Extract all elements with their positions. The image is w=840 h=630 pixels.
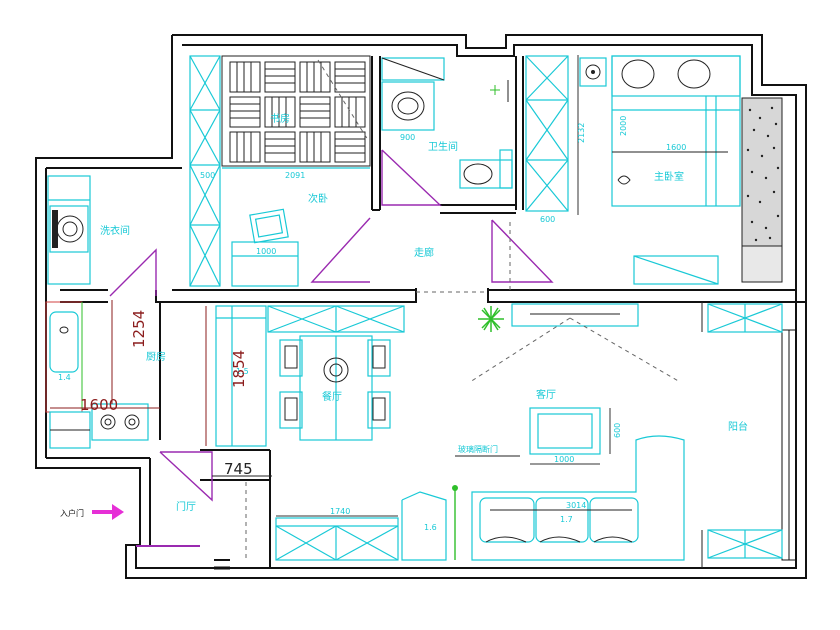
dim-600-wardrobe: 600 [540,215,555,224]
dim-745: 745 [224,460,253,478]
dim-3014: 3014 [566,501,586,510]
dim-500: 500 [200,171,215,180]
dim-2132: 2132 [577,123,586,143]
svg-text:1.7: 1.7 [560,515,573,524]
master-bedroom: 600 2132 2000 1600 主卧室 [491,55,783,285]
dim-600-table: 600 [613,423,622,438]
laundry-label: 洗衣间 [100,224,130,237]
dim-1254: 1254 [130,310,148,348]
second-bedroom-label: 次卧 [308,192,328,205]
living-label: 客厅 [536,388,556,401]
entrance-label: 入户门 [60,508,84,518]
dim-900: 900 [400,133,415,142]
dim-2000: 2000 [619,116,628,136]
balcony-window [781,329,797,561]
laundry-room: 洗衣间 [47,175,157,297]
dining-room: 餐厅 1740 1.6 [267,305,447,561]
walls [35,34,807,579]
living-room: 客厅 600 1000 玻璃隔断门 3014 1.7 阳台 [452,302,783,568]
balcony-label: 阳台 [728,420,748,433]
plant-icon [478,306,504,332]
master-bedroom-label: 主卧室 [654,170,684,183]
entrance-arrow-icon [92,504,124,520]
dim-1854: 1854 [230,350,248,388]
dim-1000-table: 1000 [554,455,574,464]
second-bedroom: 书房 500 2091 次卧 1000 [189,55,371,287]
dim-1000-desk: 1000 [256,247,276,256]
study-label: 书房 [270,112,290,125]
corridor: 走廊 [414,222,511,293]
kitchen: 1.4 1254 1600 厨房 1.5 1854 [45,300,267,449]
entrance-hall: 745 门厅 入户门 [60,451,272,560]
dim-2091: 2091 [285,171,305,180]
kitchen-label: 厨房 [146,350,166,363]
bathroom-label: 卫生间 [428,140,458,153]
svg-text:1.6: 1.6 [424,523,437,532]
partition-label: 玻璃隔断门 [458,444,498,454]
dim-1600-bed: 1600 [666,143,686,152]
svg-text:1.5: 1.5 [236,367,249,376]
hall-label: 门厅 [176,500,196,513]
dim-1600-kitchen: 1600 [80,396,118,414]
svg-text:1.4: 1.4 [58,373,71,382]
corridor-label: 走廊 [414,246,434,259]
dim-1740: 1740 [330,507,350,516]
dining-label: 餐厅 [322,390,342,403]
bathroom: 900 卫生间 [381,57,513,206]
